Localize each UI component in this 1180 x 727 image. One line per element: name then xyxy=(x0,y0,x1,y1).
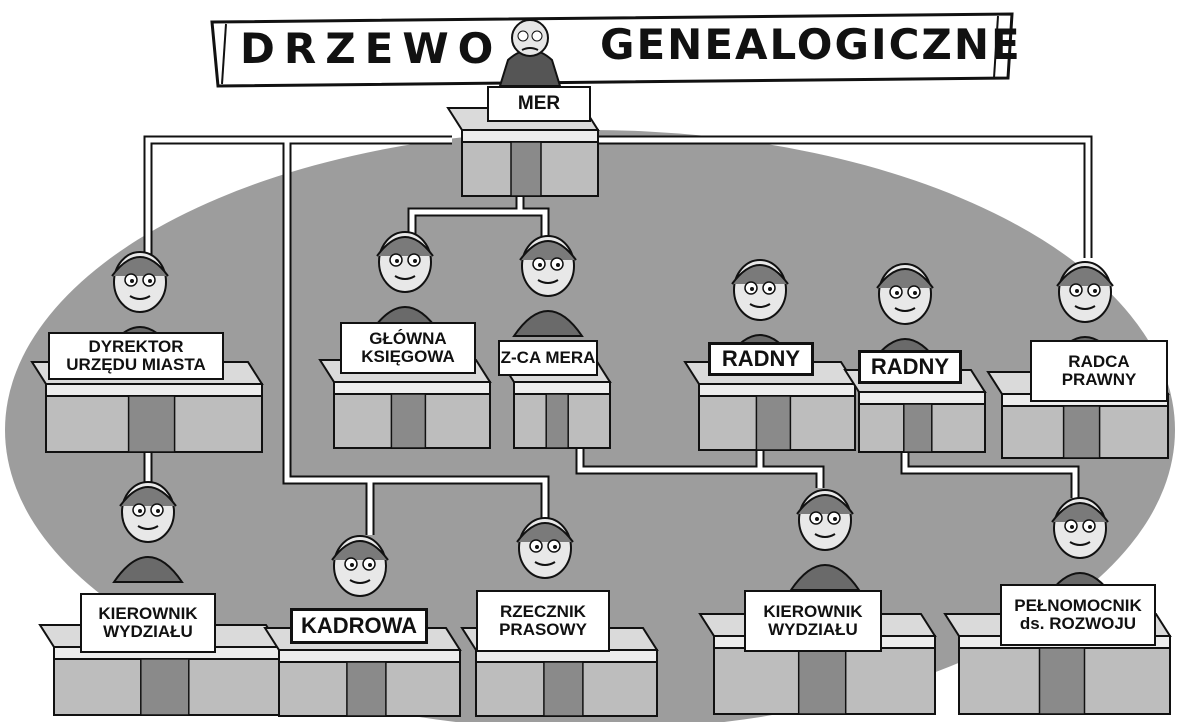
title-right-word: GENEALOGICZNE xyxy=(600,20,1022,69)
label-pelnomocnik: PEŁNOMOCNIK ds. ROZWOJU xyxy=(1000,584,1156,646)
label-rzecznik: RZECZNIK PRASOWY xyxy=(476,590,610,652)
label-zca-mera: Z-CA MERA xyxy=(498,340,598,376)
label-kadrowa: KADROWA xyxy=(290,608,428,644)
label-kierownik-1: KIEROWNIK WYDZIAŁU xyxy=(80,593,216,653)
label-radny-1: RADNY xyxy=(708,342,814,376)
person-zca-mera xyxy=(512,235,584,337)
title-banner xyxy=(210,12,1014,88)
connector-lines xyxy=(143,135,1093,545)
label-kierownik-2: KIEROWNIK WYDZIAŁU xyxy=(744,590,882,652)
title-left-word: DRZEWO xyxy=(240,24,503,73)
label-mer: MER xyxy=(487,86,591,122)
person-kierownik-1 xyxy=(112,481,184,583)
mayor-figure xyxy=(498,19,562,87)
label-radny-2: RADNY xyxy=(858,350,962,384)
label-radca-prawny: RADCA PRAWNY xyxy=(1030,340,1168,402)
person-radny-2 xyxy=(869,263,941,365)
label-dyrektor: DYREKTOR URZĘDU MIASTA xyxy=(48,332,224,380)
people-layer xyxy=(104,231,1121,637)
label-glowna-ksiegowa: GŁÓWNA KSIĘGOWA xyxy=(340,322,476,374)
person-kierownik-2 xyxy=(789,489,861,591)
